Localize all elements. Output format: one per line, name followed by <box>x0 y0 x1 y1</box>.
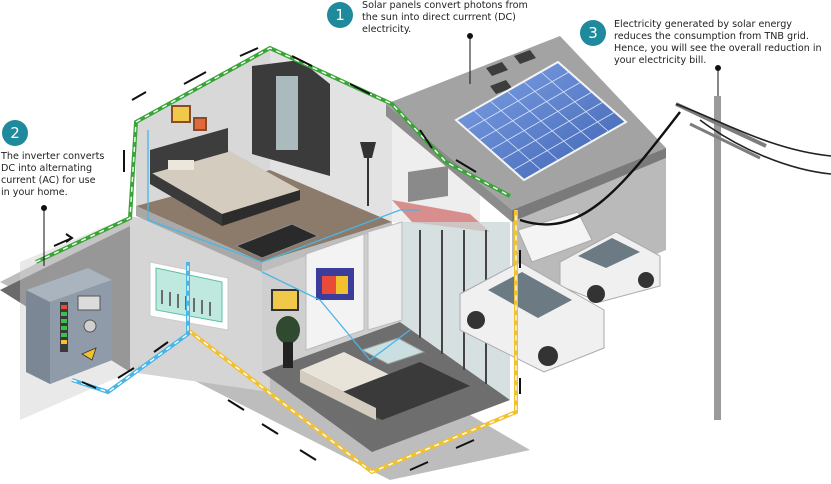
wall-frame <box>171 105 191 123</box>
callout-line: the sun into direct currrent (DC) <box>362 12 516 23</box>
living-glass-wall <box>400 222 510 400</box>
roof-edge <box>512 148 666 222</box>
step-badge-1: 1 <box>327 2 353 28</box>
sofa <box>300 352 470 420</box>
callout-electricity-bill: Electricity generated by solar energy re… <box>614 19 822 67</box>
callout-line: electricity. <box>362 24 412 35</box>
wall-frame <box>271 289 299 311</box>
inverter-icon <box>26 268 112 384</box>
coffee-table <box>360 337 426 365</box>
solar-panel-icon <box>454 60 628 182</box>
bookshelf <box>367 221 403 331</box>
callout-line: Solar panels convert photons from <box>362 0 528 11</box>
callout-line: current (AC) for use <box>1 175 96 186</box>
callout-pointer <box>41 33 721 266</box>
callout-inverter: The inverter converts DC into alternatin… <box>1 151 104 199</box>
callout-line: The inverter converts <box>1 151 105 162</box>
circuit-line <box>147 130 420 263</box>
callout-line: Hence, you will see the overall reductio… <box>614 43 822 54</box>
callout-line: in your home. <box>1 187 68 198</box>
utility-pole-icon <box>519 96 831 420</box>
roof-skylights <box>486 50 536 94</box>
wall-frame <box>193 117 207 131</box>
callout-line: Electricity generated by solar energy <box>614 19 792 30</box>
bedroom-rug <box>234 223 320 259</box>
callout-line: reduces the consumption from TNB grid. <box>614 31 809 42</box>
potted-plant <box>276 316 300 368</box>
circuit-line <box>261 271 411 361</box>
step-badge-2: 2 <box>2 120 28 146</box>
callout-solar-panels: Solar panels convert photons from the su… <box>362 0 528 36</box>
tv-cabinet <box>305 233 365 351</box>
callout-line: DC into alternating <box>1 163 93 174</box>
bathroom-vanity <box>408 166 448 202</box>
arrow-icon <box>53 47 521 471</box>
bed <box>150 128 300 226</box>
callout-line: your electricity bill. <box>614 55 707 66</box>
floor-lamp <box>360 142 376 206</box>
car-icon <box>559 231 661 303</box>
step-badge-3: 3 <box>580 20 606 46</box>
wardrobe-mirror <box>276 76 298 150</box>
